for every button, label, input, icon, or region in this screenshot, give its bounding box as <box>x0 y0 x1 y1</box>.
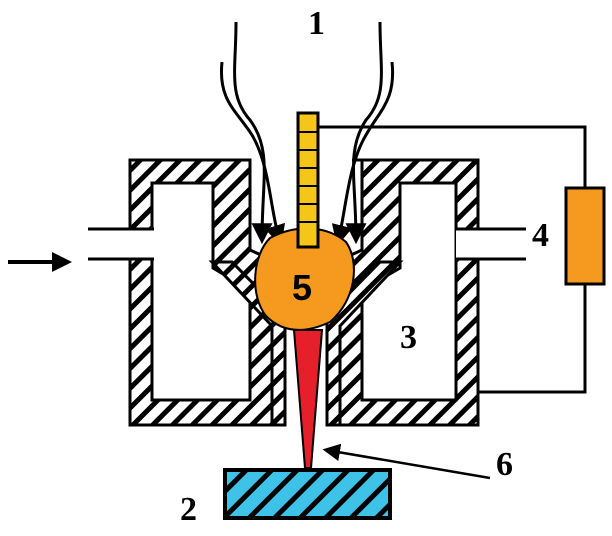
power-supply <box>564 186 606 286</box>
circuit-wires <box>318 125 587 394</box>
plasma-zone <box>254 227 355 331</box>
label-1: 1 <box>308 5 325 42</box>
gas-outlet-channel <box>456 227 526 261</box>
label-4: 4 <box>532 217 549 254</box>
right-arrow-icon <box>8 252 72 272</box>
gas-flow-arrow-icon <box>219 21 395 247</box>
label-3: 3 <box>400 319 417 356</box>
label-2: 2 <box>180 491 197 528</box>
workpiece <box>223 468 392 520</box>
label-5: 5 <box>292 267 312 308</box>
label-6: 6 <box>496 446 513 483</box>
electrode <box>296 111 320 249</box>
gas-inlet-channel <box>88 227 154 261</box>
plasma-jet <box>292 329 324 469</box>
jet-pointer-line <box>322 443 491 480</box>
